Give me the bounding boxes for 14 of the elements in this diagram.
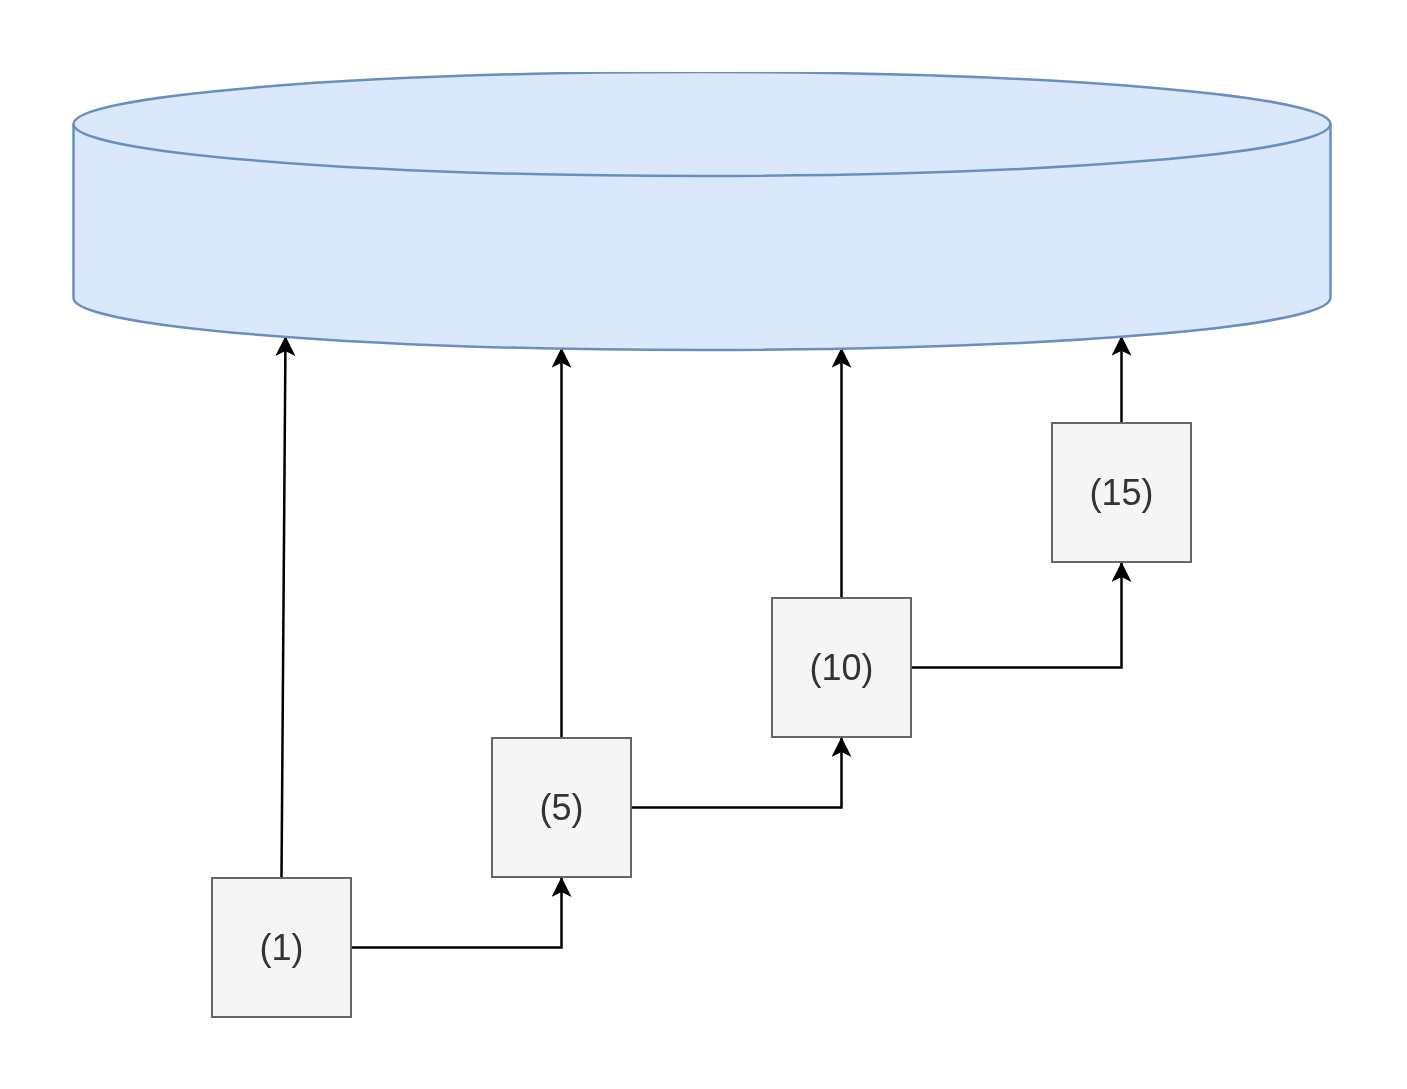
arrow (275, 336, 296, 877)
arrow (632, 737, 852, 809)
arrow (551, 347, 572, 737)
arrow (352, 877, 572, 949)
box-label: (15) (1089, 471, 1154, 514)
box-label: (1) (259, 926, 304, 969)
process-box (491, 737, 632, 878)
box-label: (10) (809, 646, 874, 689)
database-cylinder (72, 72, 1332, 352)
process-box (771, 597, 912, 738)
process-box (211, 877, 352, 1018)
box-label: (5) (539, 786, 584, 829)
arrow (912, 562, 1132, 669)
process-box (1051, 422, 1192, 563)
